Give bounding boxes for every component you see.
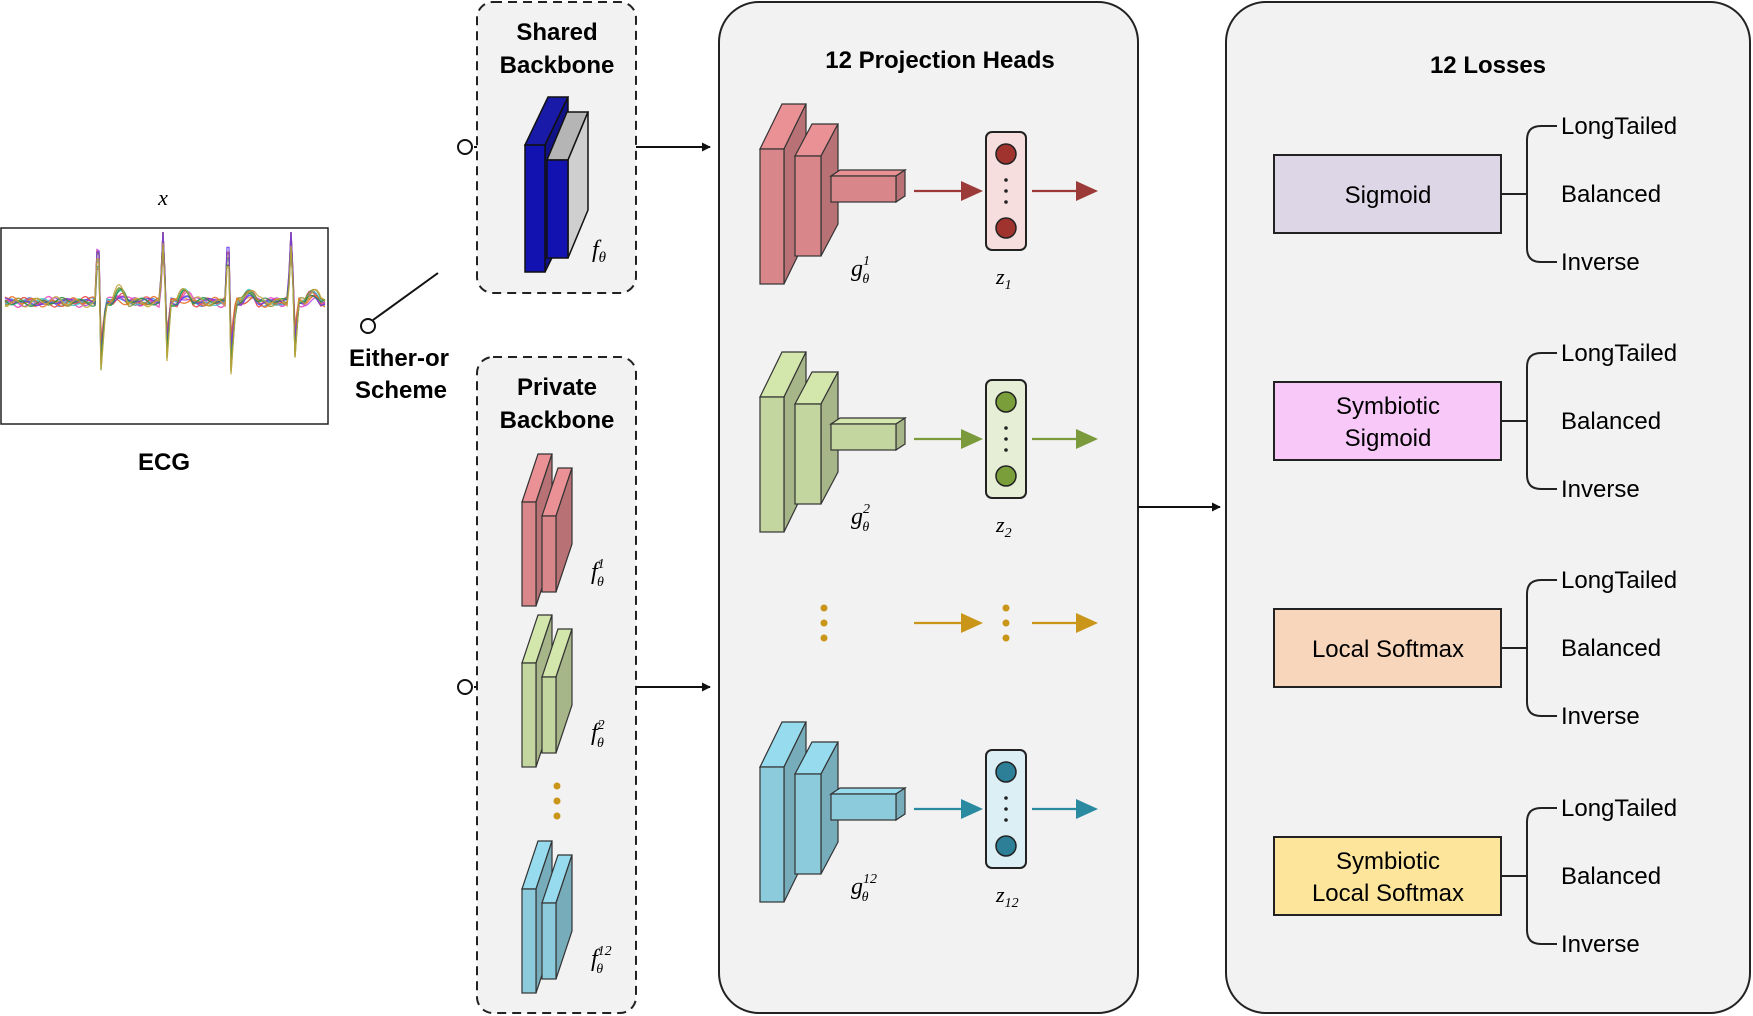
loss-name: Local Softmax [1312,636,1464,663]
loss-option-balanced: Balanced [1561,635,1661,662]
shared-backbone-title-line1: Shared [516,19,597,46]
switch-label-line2: Scheme [355,377,447,404]
losses-panel: 12 Losses SigmoidLongTailedBalancedInver… [1225,1,1751,1014]
switch-pivot [360,318,376,334]
loss-option-longtailed: LongTailed [1561,113,1677,140]
loss-option-balanced: Balanced [1561,408,1661,435]
loss-option-inverse: Inverse [1561,249,1640,276]
loss-groups: SigmoidLongTailedBalancedInverseSymbioti… [1273,113,1677,958]
embedding-label-2: z2 [995,512,1012,541]
loss-option-inverse: Inverse [1561,476,1640,503]
shared-backbone-function: fθ [592,237,607,266]
switch-terminal-private [457,679,473,695]
loss-option-longtailed: LongTailed [1561,567,1677,594]
switch-label-line1: Either-or [349,345,449,372]
loss-option-inverse: Inverse [1561,931,1640,958]
projection-heads-ellipsis [820,604,1098,642]
shared-backbone: Shared Backbone fθ [476,1,637,294]
loss-box-1 [1273,154,1502,234]
switch-terminal-shared [457,139,473,155]
projection-head-arrow-in-3-head [961,799,983,819]
loss-brace-4 [1526,807,1557,945]
loss-option-inverse: Inverse [1561,703,1640,730]
either-or-switch: Either-or Scheme [349,139,478,695]
ecg-label: ECG [138,449,190,476]
projection-head-arrow-in-1-head [961,181,983,201]
private-backbone-title-line2: Backbone [500,407,615,434]
loss-box-4 [1273,836,1502,916]
ecg-trace [5,243,326,375]
loss-name-line1: Symbiotic [1336,393,1440,420]
loss-name-line2: Local Softmax [1312,880,1464,907]
projection-head-arrow-in-2-head [961,429,983,449]
loss-option-balanced: Balanced [1561,863,1661,890]
loss-name: Sigmoid [1345,182,1432,209]
projection-head-arrow-out-1-head [1076,181,1098,201]
private-backbone-title-line1: Private [517,374,597,401]
loss-brace-2 [1526,352,1557,490]
loss-box-3 [1273,608,1502,688]
input-symbol: x [157,185,168,210]
shared-backbone-title-line2: Backbone [500,52,615,79]
shared-backbone-block [523,96,590,273]
ecg-input: x ECG [0,185,329,476]
projection-head-arrow-out-3-head [1076,799,1098,819]
loss-option-longtailed: LongTailed [1561,340,1677,367]
switch-lever [372,272,439,321]
embedding-label-1: z1 [995,264,1012,293]
private-backbone-ellipsis [553,782,561,820]
loss-brace-1 [1526,125,1557,263]
ecg-signal-traces [4,231,326,375]
losses-frame [1225,1,1751,1014]
embedding-label-3: z12 [995,882,1019,911]
projection-head-arrow-out-2-head [1076,429,1098,449]
loss-option-longtailed: LongTailed [1561,795,1677,822]
losses-title: 12 Losses [1430,52,1546,79]
loss-option-balanced: Balanced [1561,181,1661,208]
loss-brace-3 [1526,579,1557,717]
projection-heads-title: 12 Projection Heads [825,47,1054,74]
loss-name-line1: Symbiotic [1336,848,1440,875]
loss-name-line2: Sigmoid [1345,425,1432,452]
